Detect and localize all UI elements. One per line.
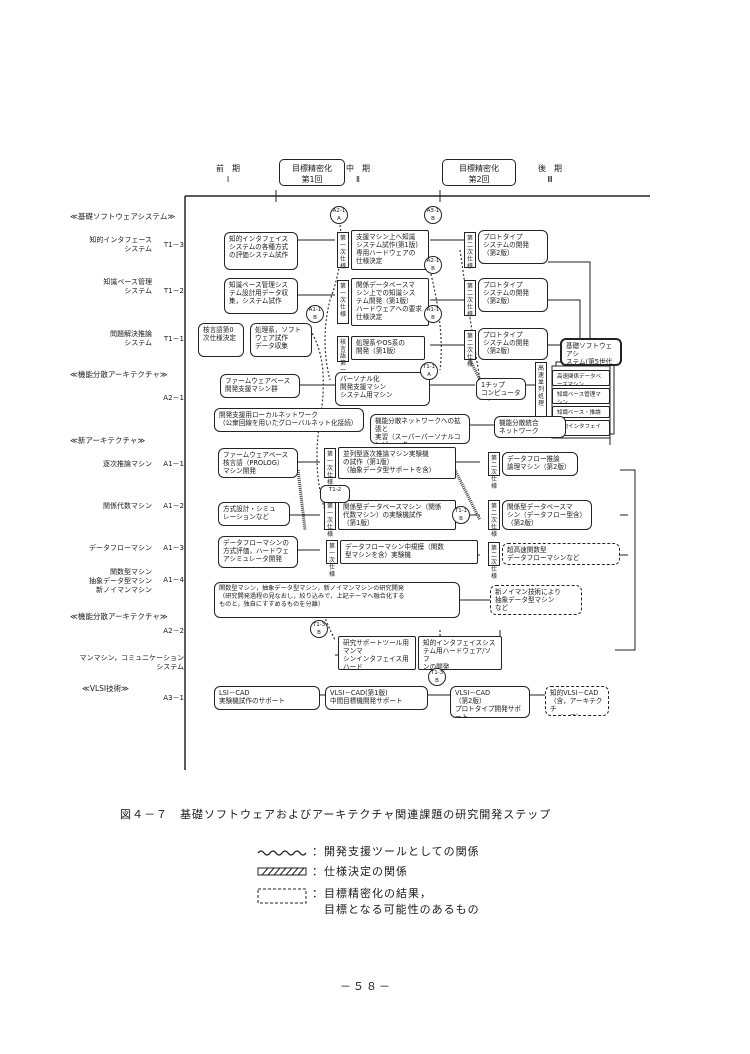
circle-ref-t13-b-1: T1-3 B	[310, 620, 328, 638]
box-kb-design: 知識ベース管理シス テム設計用データ収 集，システム試作	[224, 278, 298, 314]
box-rdb-knowledge-system: 関係データベースマ シン上での知識シス テム開発（第1版） ハードウェアへの要求…	[351, 278, 429, 326]
box-personal-machine: パーソナル化 開発支援マシン システム用マシン	[335, 372, 430, 406]
box-functional-machines: 関数型マシン，抽象データ型マシン，新ノイマンマシンの研究開発 （研究開発過程の見…	[214, 582, 460, 618]
box-stack-inference-machine: 知識ベース・推論マシン	[552, 406, 610, 418]
row-label-t12: 知識ベース管理 システム	[103, 278, 152, 295]
figure-caption: 図４－７ 基礎ソフトウェアおよびアーキテクチャ関連課題の研究開発ステップ	[120, 808, 552, 821]
box-relational-algebra: 関係型データベースマシン（関係 代数マシン）の実験機試作 （第1版）	[338, 500, 456, 530]
box-prototype-t12: プロトタイプ システムの開発 （第2版）	[478, 278, 548, 312]
box-distributed-network: 機能分散ネットワークへの拡張と 実習（スーパーパーソナルコンピュータ ネットワー…	[370, 414, 470, 444]
row-code-t12: T1－2	[163, 287, 184, 295]
circle-ref-a21-b: A2-1 B	[424, 256, 442, 274]
legend-wavy-symbol	[257, 850, 307, 856]
tag-spec2-t11: 第二次仕様	[464, 330, 476, 368]
tag-core-t11: 核言語第一次	[337, 336, 349, 381]
row-code-t11: T1－1	[163, 335, 184, 343]
box-vlsi-cad-experimental: LSI－CAD 実験機試作のサポート	[214, 686, 320, 710]
row-category-arch-dist: ≪機能分散アーキテクチャ≫	[70, 370, 168, 379]
box-local-network: 開発支援用ローカルネットワーク （公衆回線を用いたグローバルネット化接続）	[214, 408, 364, 432]
phase-early: 前 期 Ⅰ	[216, 164, 240, 184]
box-prototype-t13: プロトタイプ システムの開発 （第2版）	[478, 230, 548, 264]
row-code-t13: T1－3	[163, 241, 184, 249]
row-code-a31: A3－1	[163, 694, 184, 702]
row-category-arch-dist-2: ≪機能分散アーキテクチャ≫	[70, 612, 168, 621]
row-label-manmachine: マンマシン，コミュニケーション システム	[79, 654, 184, 671]
legend-dashed-symbol	[257, 888, 307, 904]
legend-spec-relation: ：仕様決定の関係	[312, 865, 408, 878]
tag-spec-t12: 第一次仕様	[337, 280, 349, 324]
box-os-development: 処理系やOS系の 開発（第1版）	[351, 336, 425, 360]
legend-dev-tool-relation: ：開発支援ツールとしての関係	[312, 845, 480, 858]
row-category-basic-software: ≪基礎ソフトウェアシステム≫	[70, 212, 176, 221]
circle-ref-a31-b: A3-1 B	[424, 206, 442, 224]
box-stack-rdb-machine: 高速関係データベースマシン	[552, 370, 610, 386]
row-code-a13: A1－3	[163, 544, 184, 552]
phase-mid: 中 期 Ⅱ	[346, 164, 370, 184]
circle-ref-a11-b-1: A1-1 B	[306, 305, 324, 323]
box-processor-software: 処理系，ソフト ウェア試作 データ収集	[250, 323, 312, 357]
box-knowledge-system-v1: 支援マシン上へ知識 システム試作(第1版) 専用ハードウェアの 仕様決定	[351, 230, 429, 270]
tag-spec2-a12: 第二次仕様	[488, 500, 500, 538]
row-category-vlsi: ≪VLSI技術≫	[82, 684, 129, 693]
box-research-tool-hw: 研究サポートツール用マンマ シンインタフェイス用ハード ウェアの開発	[338, 636, 416, 670]
box-dataflow-eval: データフローマシンの 方式評価，ハードウェ アシミュレータ開発	[218, 536, 298, 568]
legend-possible-target: ：目標精密化の結果， 目標となる可能性のあるもの	[312, 887, 480, 916]
tag-spec2-t13: 第二次仕様	[464, 232, 476, 270]
row-label-t13: 知的インタフェース システム	[89, 236, 152, 253]
box-core-language-0: 核言語第0 次仕様決定	[198, 323, 244, 357]
box-ui-hardware: 知的インタフェイスシス テム用ハードウェア/ソフ ンの開発	[418, 636, 502, 670]
row-code-a21: A2－1	[163, 394, 184, 402]
row-label-a12: 関係代数マシン	[103, 502, 152, 510]
box-intelligent-vlsi-cad: 知的VLSI－CAD （含，アーキテクチ ャベース）	[545, 686, 609, 716]
tag-spec-t13: 第一次仕様	[337, 232, 349, 270]
phase-target-1: 目標精密化 第1回	[279, 159, 345, 186]
legend-hatched-symbol	[257, 867, 307, 876]
box-stack-kb-machine: 知識ベース管理マシン （関係代数マシン）	[552, 388, 610, 404]
tag-spec-a11: 第一次仕様	[324, 448, 336, 486]
box-dataflow-inference: データフロー推論 論理マシン（第2版）	[502, 452, 578, 476]
circle-ref-a21-a: A2-1 A	[330, 206, 348, 224]
box-integrated-network: 機能分散統合 ネットワーク	[494, 416, 566, 438]
tag-spec2-a13: 第二次仕様	[488, 542, 500, 580]
circle-ref-t11-a: T1-1 A	[420, 362, 438, 380]
box-dataflow-mid-scale: データフローマシン中規模（関数 型マシンを含）実験機	[340, 540, 478, 564]
row-code-a11: A1－1	[163, 460, 184, 468]
box-prototype-t11: プロトタイプ システムの開発 （第2版）	[478, 328, 548, 360]
box-relational-db-v2: 関係型データベースマ シン（データフロー型含） （第2版）	[502, 500, 592, 530]
box-fifth-gen-os: 基礎ソフトウェアシ ステム(第5世代OS)	[560, 338, 622, 366]
box-seq-firmware: ファームウェアベース 核言語（PROLOG） マシン開発	[218, 448, 298, 478]
box-ultra-fast-dataflow: 超高速関数型 データフローマシンなど	[502, 543, 620, 565]
row-label-a14: 関数型マシン 抽象データ型マシン 新ノイマンマシン	[89, 568, 152, 594]
row-code-a14: A1－4	[163, 576, 184, 584]
row-code-a12: A1－2	[163, 502, 184, 510]
tag-spec2-a11: 第二次仕様	[488, 452, 500, 490]
row-code-a22: A2－2	[163, 627, 184, 635]
circle-ref-t12: T1-2	[320, 485, 350, 503]
box-vlsi-cad-v1: VLSI－CAD(第1版) 中間目標機開発サポート	[325, 686, 428, 710]
circle-ref-t11-b: T1-1 B	[452, 506, 470, 524]
row-category-new-arch: ≪新アーキテクチャ≫	[70, 436, 146, 445]
row-label-a11: 逐次推論マシン	[103, 460, 152, 468]
row-label-a13: データフローマシン	[89, 544, 152, 552]
box-seq-experimental: 並列型逐次推論マシン実験機 の試作（第1版） （抽象データ型サポートを含）	[338, 447, 456, 479]
row-label-t11: 問題解決推論 システム	[110, 330, 152, 347]
box-vlsi-cad-v2: VLSI－CAD （第2版） プロトタイプ開発サポート	[450, 686, 530, 718]
tag-high-speed-parallel: 高速並列処理	[535, 362, 547, 430]
box-one-chip: 1チップ コンピュータ	[476, 378, 526, 400]
circle-ref-a11-b-2: A1-1 B	[424, 305, 442, 323]
box-new-neumann: 新ノイマン技術により 抽象データ型マシン など	[490, 585, 582, 615]
page-number: －５８－	[340, 980, 392, 993]
phase-late: 後 期 Ⅲ	[538, 164, 562, 184]
tag-spec-a12: 第一次仕様	[324, 500, 336, 538]
phase-target-2: 目標精密化 第2回	[442, 159, 516, 186]
box-firmware-support: ファームウェアベース 開発支援マシン群	[220, 374, 300, 398]
tag-spec-a13: 第一次仕様	[326, 540, 338, 578]
box-method-simulation: 方式設計・シミュ レーションなど	[218, 502, 290, 526]
tag-spec2-t12: 第二次仕様	[464, 280, 476, 318]
circle-ref-t13-b-2: T1-3 B	[428, 668, 446, 686]
box-ui-eval-system: 知的インタフェイス システムの各種方式 の評価システム試作	[224, 232, 298, 270]
